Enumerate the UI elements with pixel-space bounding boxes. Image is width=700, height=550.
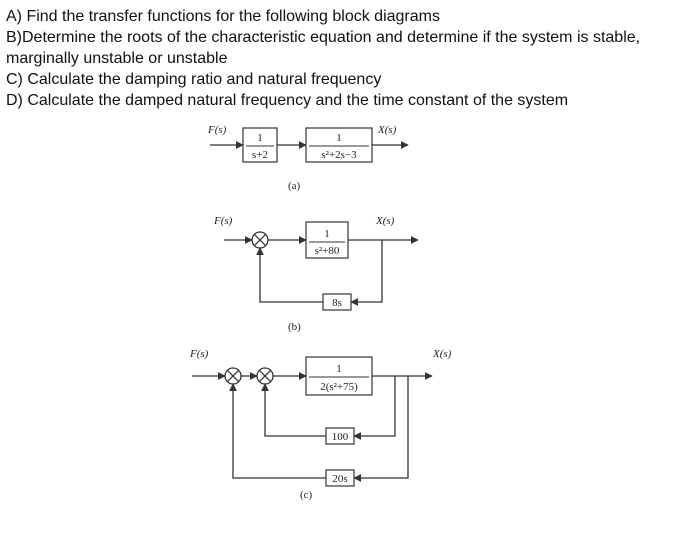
diagram-c-inner-feedback-path <box>353 376 396 440</box>
diagram-c-forward-den: 2(s²+75) <box>320 381 358 393</box>
diagram-b-caption: (b) <box>288 321 301 333</box>
question-a: A) Find the transfer functions for the f… <box>6 8 440 25</box>
diagram-c-forward-num: 1 <box>336 363 342 375</box>
question-d: D) Calculate the damped natural frequenc… <box>6 92 569 109</box>
question-c: C) Calculate the damping ratio and natur… <box>6 71 382 88</box>
diagram-b-input-label: F(s) <box>213 215 233 227</box>
question-list: A) Find the transfer functions for the f… <box>6 6 694 111</box>
diagram-c-inner-feedback-label: 100 <box>332 431 349 443</box>
diagram-c-input-label: F(s) <box>189 348 209 360</box>
diagram-a-input-label: F(s) <box>207 124 227 136</box>
diagram-c-outer-feedback-path <box>353 376 409 482</box>
diagram-b: F(s) X(s) 1 s²+80 8s (b) <box>213 215 419 333</box>
diagram-a-block-1-num: 1 <box>257 132 263 144</box>
question-b: B)Determine the roots of the characteris… <box>6 29 641 67</box>
diagram-b-summing-junction <box>251 231 269 249</box>
diagram-c-outer-feedback-label: 20s <box>332 473 347 485</box>
diagram-a-block-2-den: s²+2s−3 <box>321 149 357 161</box>
diagram-c-forward-block <box>305 356 373 396</box>
diagram-c-summing-junction-inner <box>256 367 274 385</box>
diagram-a-block-1-den: s+2 <box>252 149 268 161</box>
diagram-c-caption: (c) <box>300 489 313 501</box>
diagram-b-output-label: X(s) <box>375 215 395 227</box>
diagram-a: F(s) X(s) 1 s+2 1 s²+2s−3 (a) <box>207 124 409 192</box>
diagram-c-outer-feedback-return <box>229 383 326 479</box>
diagram-b-feedback-return <box>256 247 323 303</box>
diagram-b-feedback-label: 8s <box>332 297 342 309</box>
diagram-a-block-2 <box>305 127 373 163</box>
diagram-b-forward-den: s²+80 <box>315 245 340 257</box>
diagram-c-summing-junction-outer <box>224 367 242 385</box>
diagram-a-block-2-num: 1 <box>336 132 342 144</box>
diagram-c-inner-feedback-return <box>261 383 326 437</box>
diagram-c-output-label: X(s) <box>432 348 452 360</box>
diagram-c: F(s) X(s) 1 2(s²+75) 100 20s (c) <box>189 348 452 501</box>
diagram-a-output-label: X(s) <box>377 124 397 136</box>
diagram-b-feedback-path <box>350 240 383 306</box>
diagram-a-caption: (a) <box>288 180 301 192</box>
diagram-b-forward-num: 1 <box>324 228 330 240</box>
